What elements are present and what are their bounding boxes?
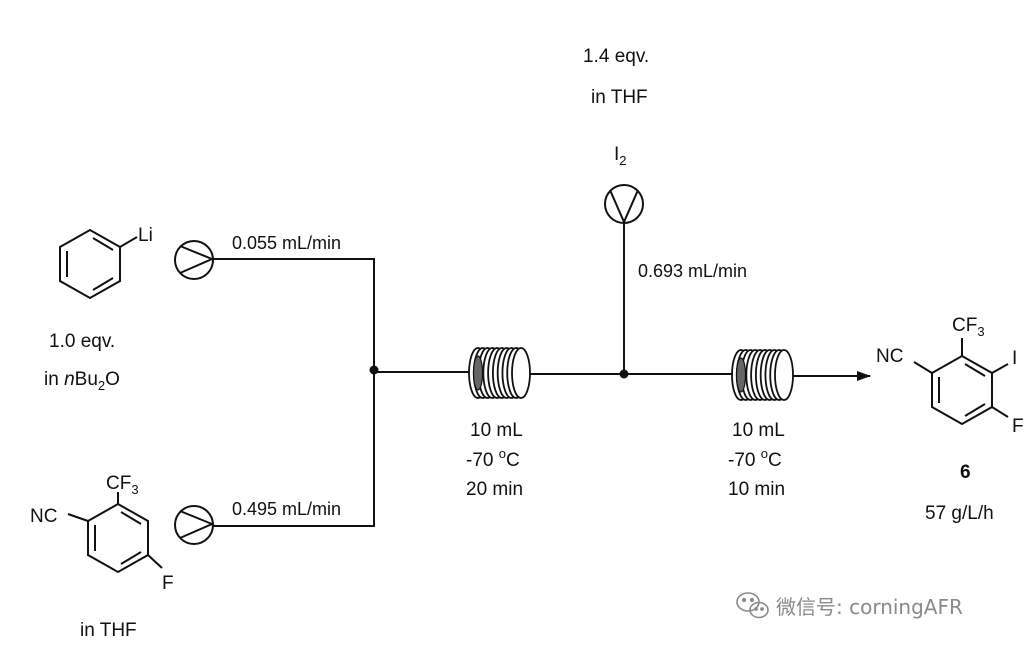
mixer-junction-2	[619, 369, 629, 379]
coil-turn	[774, 349, 794, 401]
reactor1-volume: 10 mL	[470, 420, 523, 441]
product-f-label: F	[1012, 416, 1024, 437]
flow-rate-phli: 0.055 mL/min	[232, 233, 341, 253]
mixer-junction-1	[369, 365, 379, 375]
product-structure	[913, 338, 1009, 426]
line-arene-feed	[213, 370, 375, 527]
i2-formula-label: I2	[614, 144, 627, 168]
coil-opening	[472, 355, 484, 391]
phli-solvent-label: in nBu2O	[44, 369, 120, 393]
product-number: 6	[960, 462, 971, 483]
reactor2-time: 10 min	[728, 479, 785, 500]
reactor-coil-2-icon	[731, 349, 794, 401]
flow-rate-arene: 0.495 mL/min	[232, 499, 341, 519]
line-phli-feed	[213, 258, 375, 370]
watermark-text: 微信号: corningAFR	[776, 595, 963, 619]
flow-rate-i2: 0.693 mL/min	[638, 261, 747, 281]
arene-cf3-label: CF3	[106, 473, 139, 497]
flow-lines	[213, 223, 871, 527]
product-yield: 57 g/L/h	[925, 503, 994, 524]
pump-arene-icon	[174, 505, 215, 545]
wechat-icon	[736, 592, 769, 619]
pump-i2-icon	[604, 184, 644, 225]
i2-eqv-label: 1.4 eqv.	[583, 46, 649, 67]
product-i-label: I	[1012, 348, 1017, 369]
coil-turn	[511, 347, 531, 399]
phli-eqv-label: 1.0 eqv.	[49, 331, 115, 352]
reactor1-time: 20 min	[466, 479, 523, 500]
pump-phli-icon	[174, 240, 215, 280]
product-nc-label: NC	[876, 346, 903, 367]
reactor2-volume: 10 mL	[732, 420, 785, 441]
arene-structure	[67, 492, 163, 574]
coil-opening	[735, 357, 747, 393]
reactor1-temp: -70 oC	[466, 446, 520, 471]
phenyllithium-structure	[59, 228, 138, 300]
product-cf3-label: CF3	[952, 315, 985, 339]
arene-solvent-label: in THF	[80, 620, 137, 641]
i2-solvent-label: in THF	[591, 87, 648, 108]
phli-li-label: Li	[138, 225, 153, 246]
reactor-coil-1-icon	[468, 347, 531, 399]
arene-f-label: F	[162, 573, 174, 594]
arene-nc-label: NC	[30, 506, 57, 527]
reactor2-temp: -70 oC	[728, 446, 782, 471]
